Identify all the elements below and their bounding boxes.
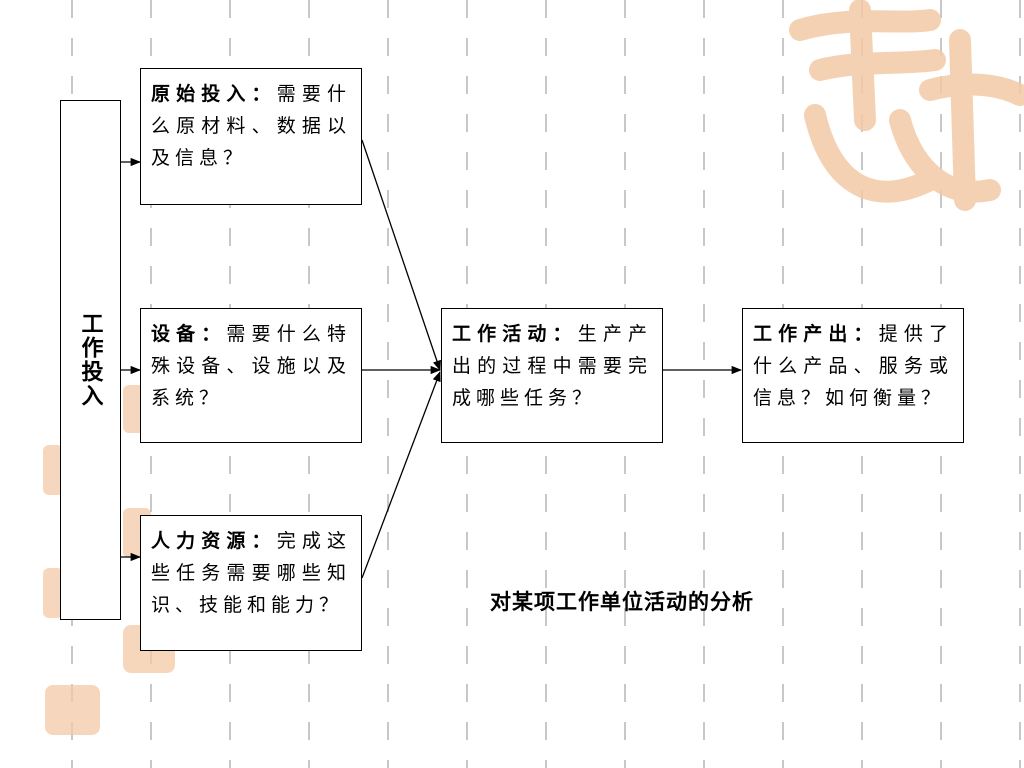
equipment-box: 设备：需要什么特殊设备、设施以及系统？ [140, 308, 362, 443]
work-activity-title: 工作活动： [452, 323, 578, 345]
work-input-label: 工作投入 [77, 312, 104, 408]
work-output-text: 提供了什么产品、服务或信息？如何衡量？ [753, 323, 953, 409]
arrow-raw-to-activity [361, 139, 441, 371]
arrow-human-to-activity [361, 371, 441, 579]
raw-input-text: 需要什么原材料、数据以及信息？ [151, 83, 351, 169]
work-output-title: 工作产出： [753, 323, 879, 345]
watermark-large [789, 0, 1024, 211]
work-input-box: 工作投入 [60, 100, 121, 620]
work-activity-box: 工作活动：生产产出的过程中需要完成哪些任务？ [441, 308, 663, 443]
work-activity-text: 生产产出的过程中需要完成哪些任务？ [452, 323, 652, 409]
equipment-text: 需要什么特殊设备、设施以及系统？ [151, 323, 351, 409]
raw-input-title: 原始投入： [151, 83, 277, 105]
human-resource-text: 完成这些任务需要哪些知识、技能和能力？ [151, 530, 351, 616]
human-resource-box: 人力资源：完成这些任务需要哪些知识、技能和能力？ [140, 515, 362, 651]
equipment-title: 设备： [151, 323, 227, 345]
diagram-caption: 对某项工作单位活动的分析 [490, 589, 754, 614]
human-resource-title: 人力资源： [151, 530, 277, 552]
work-output-box: 工作产出：提供了什么产品、服务或信息？如何衡量？ [742, 308, 964, 443]
raw-input-box: 原始投入：需要什么原材料、数据以及信息？ [140, 68, 362, 205]
